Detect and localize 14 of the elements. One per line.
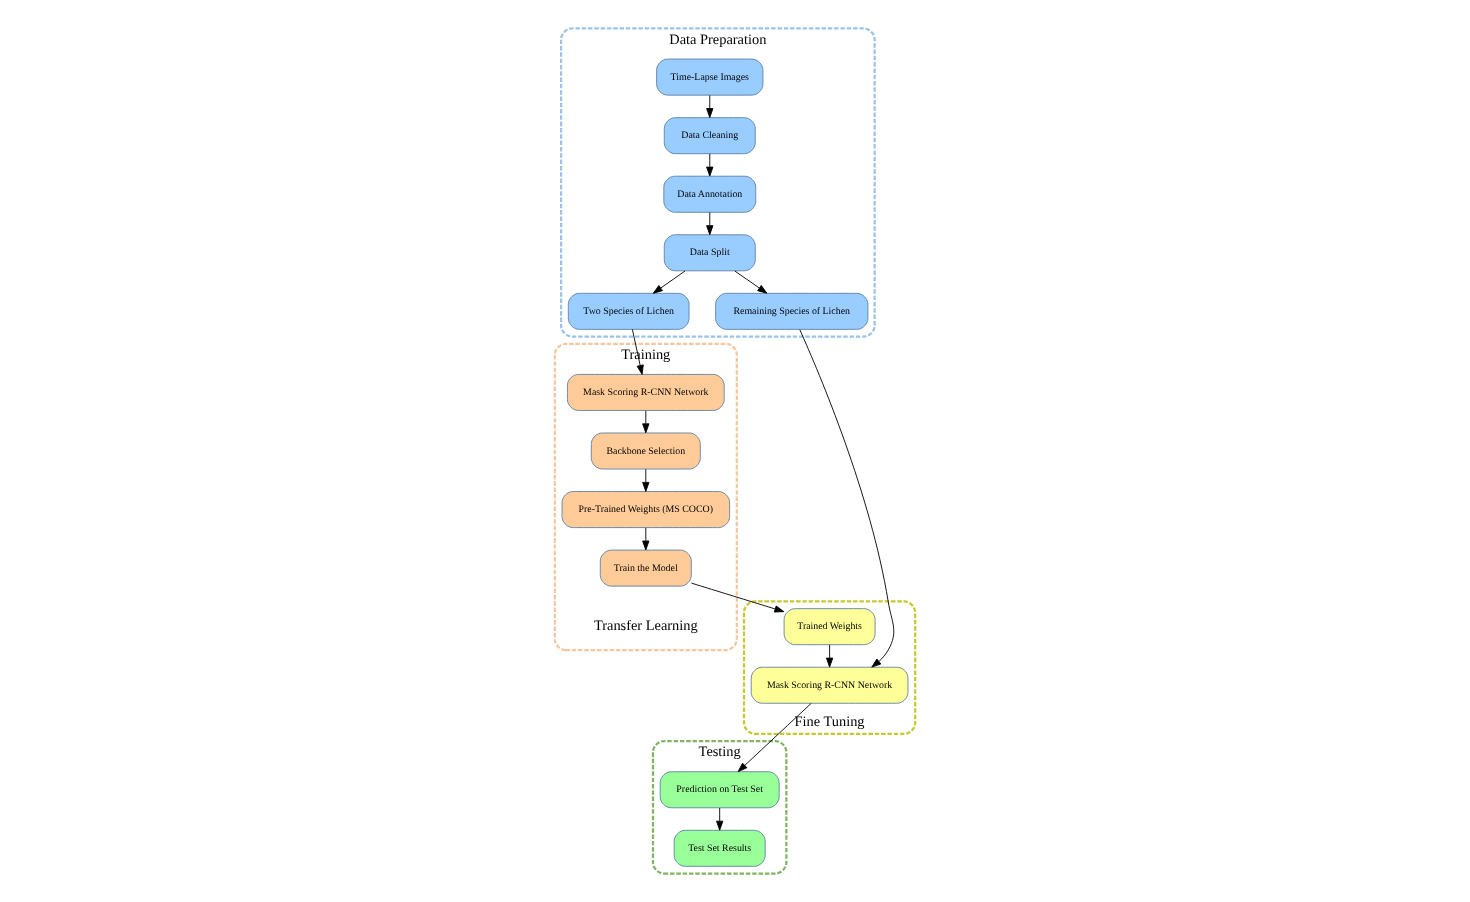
arrow [642,527,650,551]
arrow [706,212,714,236]
arrow [631,329,644,375]
arrow [642,468,650,492]
arrow [691,582,785,613]
arrow [734,270,768,294]
arrow [799,329,895,668]
arrow [737,702,812,773]
arrow [706,153,714,177]
arrow [716,807,724,831]
arrow [642,410,650,434]
arrow [706,94,714,118]
arrow [826,644,834,668]
arrow [652,270,686,294]
